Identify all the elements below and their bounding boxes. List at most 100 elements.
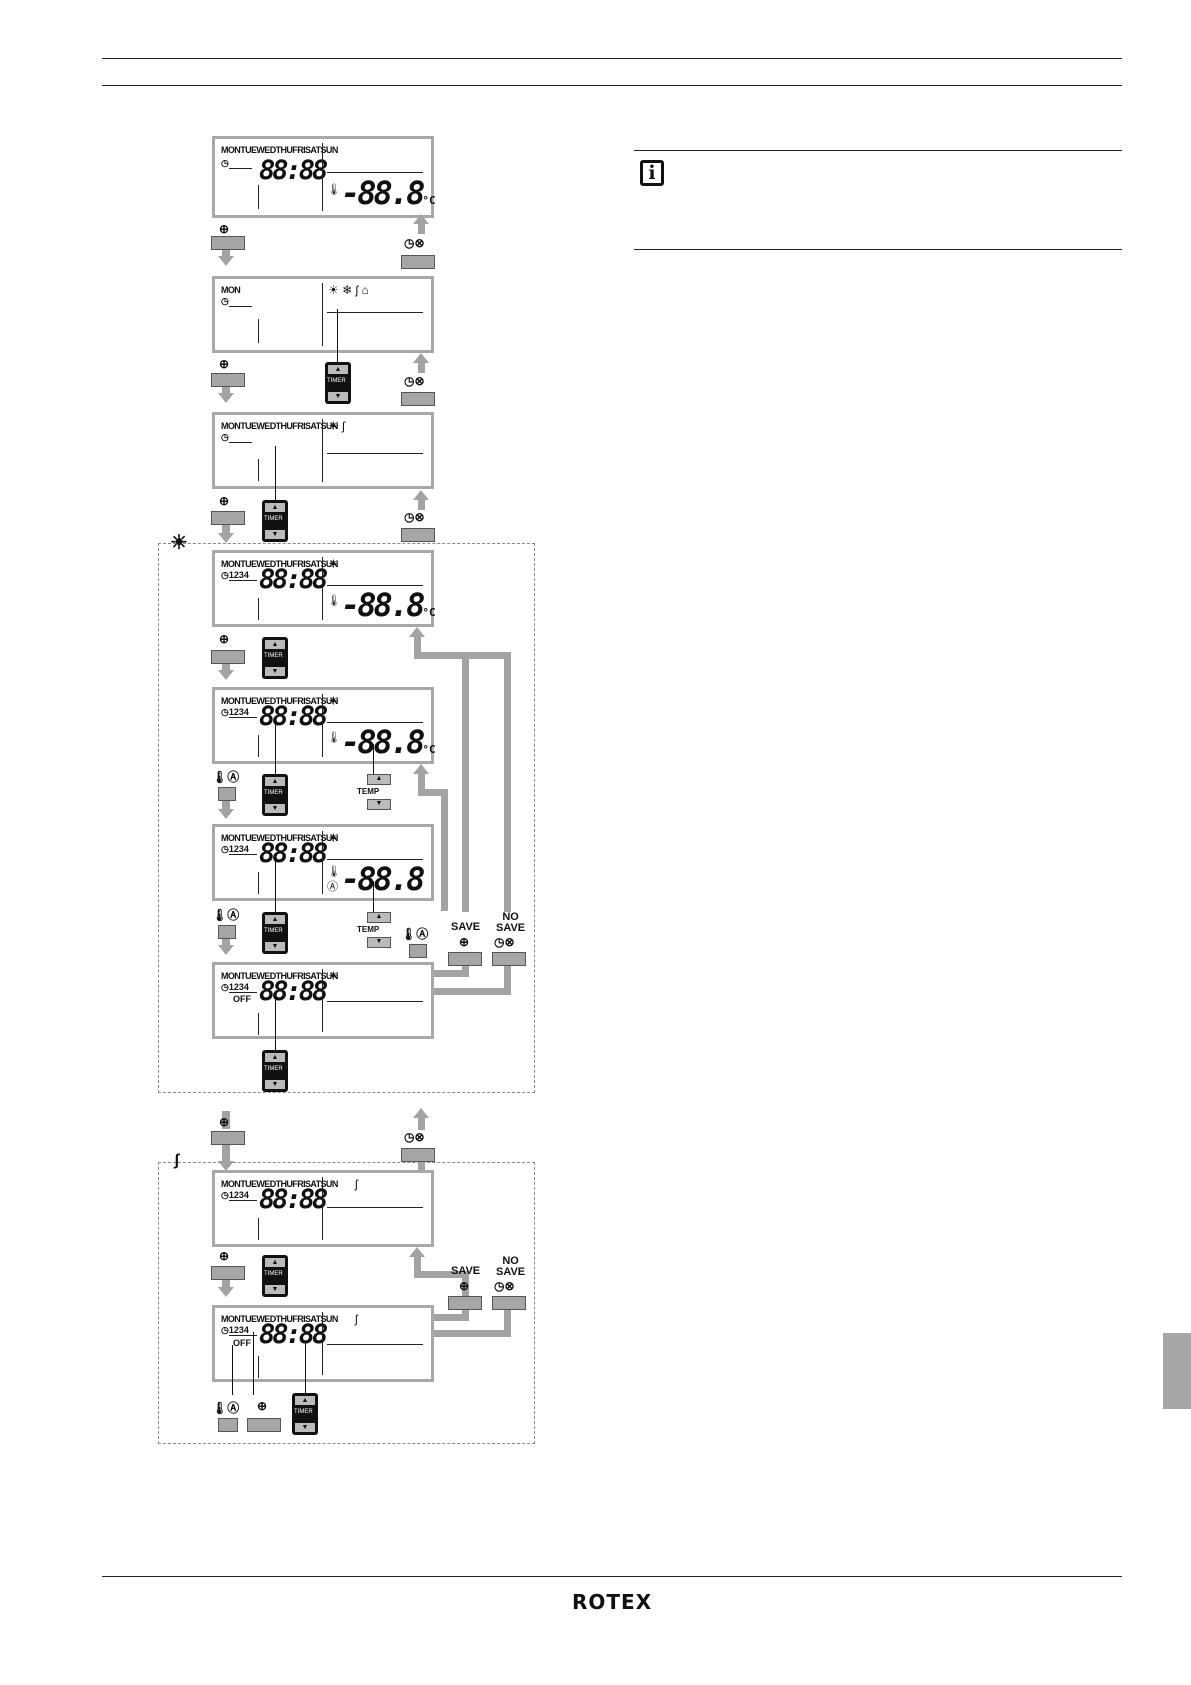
schedule-number: 1234 [228, 1190, 257, 1201]
lcd-temp-value: -88.8 [341, 586, 425, 624]
clock-cancel-icon: ◷⊗ [404, 236, 425, 250]
clock-cancel-button[interactable] [401, 528, 435, 542]
clock-icon: ◷ [221, 158, 252, 169]
program-button[interactable] [211, 650, 245, 664]
thermometer-icon: 🌡 [327, 732, 341, 744]
lcd-screen-2: MON ◷ ☀ ❄ ʃ ⌂ [212, 276, 434, 353]
lcd-screen-1: MONTUEWEDTHUFRISATSUN ◷ 88:88 🌡 -88.8°C [212, 136, 436, 218]
no-save-line2: SAVE [496, 1266, 526, 1278]
clock-icon: ◷ [221, 432, 252, 443]
lcd-screen-9: MONTUEWEDTHUFRISATSUN ◷1234 OFF 88:88 ʃ [212, 1305, 434, 1382]
lcd-temp: -88.8 [341, 860, 425, 898]
clock-cancel-button[interactable] [401, 255, 435, 269]
timer-button[interactable]: ▲TIMER▼ [262, 500, 288, 542]
program-icon: ⊕ [219, 1115, 230, 1129]
lcd-days: MONTUEWEDTHUFRISATSUN [221, 145, 338, 155]
sun-icon: ☀ [328, 831, 339, 845]
brand-logo: ROTEX [572, 1590, 653, 1614]
timer-label: TIMER [264, 1066, 283, 1072]
schedule-number: 1234 [228, 1325, 257, 1336]
no-save-line1: NO [502, 911, 519, 923]
lcd-days: MONTUEWEDTHUFRISATSUN [221, 559, 338, 569]
schedule-indicator: ◷1234 [221, 1325, 257, 1336]
lcd-screen-4: MONTUEWEDTHUFRISATSUN ◷1234 88:88 ☀ 🌡 -8… [212, 550, 436, 627]
clock-cancel-button[interactable] [401, 392, 435, 406]
lcd-off: OFF [233, 1338, 251, 1348]
save-button[interactable] [448, 1296, 482, 1310]
lcd-screen-3: MONTUEWEDTHUFRISATSUN ◷ ☀ ʃ [212, 412, 434, 489]
lcd-days: MONTUEWEDTHUFRISATSUN [221, 421, 338, 431]
timer-label: TIMER [264, 653, 283, 659]
lcd-time: 88:88 [259, 838, 328, 869]
clock-cancel-icon: ◷⊗ [404, 510, 425, 524]
program-button[interactable] [211, 1266, 245, 1280]
program-icon: ⊕ [257, 1399, 268, 1413]
program-button[interactable] [247, 1418, 281, 1432]
lcd-time: 88:88 [259, 564, 328, 595]
save-button[interactable] [448, 952, 482, 966]
thermometer-icon: 🌡 [327, 595, 341, 607]
program-button[interactable] [211, 236, 245, 250]
clock-cancel-icon: ◷⊗ [494, 935, 515, 949]
thermometer-auto-icon: 🌡Ⓐ [212, 908, 240, 922]
hotwater-section-frame [158, 1162, 535, 1444]
program-icon: ⊕ [459, 1279, 470, 1293]
lcd-temp-unit: °C [422, 194, 436, 207]
thermometer-auto-button[interactable] [218, 1418, 238, 1432]
timer-button[interactable]: ▲TIMER▼ [262, 1255, 288, 1297]
schedule-indicator: ◷1234 [221, 844, 257, 855]
timer-label: TIMER [264, 928, 283, 934]
program-icon: ⊕ [219, 632, 230, 646]
clock-cancel-button[interactable] [401, 1148, 435, 1162]
header-rule-bottom [102, 85, 1122, 86]
timer-button[interactable]: ▲TIMER▼ [262, 1050, 288, 1092]
lcd-screen-6: MONTUEWEDTHUFRISATSUN ◷1234 88:88 ☀ 🌡Ⓐ -… [212, 824, 434, 901]
timer-button[interactable]: ▲TIMER▼ [262, 774, 288, 816]
program-button[interactable] [211, 1131, 245, 1145]
no-save-button[interactable] [492, 952, 526, 966]
program-icon: ⊕ [219, 494, 230, 508]
timer-label: TIMER [264, 516, 283, 522]
temp-button[interactable]: ▲TEMP▼ [357, 774, 401, 810]
program-icon: ⊕ [219, 1249, 230, 1263]
lcd-day-mon: MON [221, 285, 241, 295]
program-icon: ⊕ [219, 357, 230, 371]
lcd-time: 88:88 [259, 976, 328, 1007]
heating-mode-icon: ☀ [170, 532, 188, 554]
no-save-button[interactable] [492, 1296, 526, 1310]
lcd-temp-value: -88.8 [341, 174, 425, 212]
timer-label: TIMER [327, 378, 346, 384]
temp-button[interactable]: ▲TEMP▼ [357, 912, 401, 948]
footer-rule [102, 1576, 1122, 1577]
save-label: SAVE [451, 921, 481, 933]
timer-button[interactable]: ▲TIMER▼ [262, 912, 288, 954]
timer-button[interactable]: ▲TIMER▼ [325, 362, 351, 404]
lcd-days: MONTUEWEDTHUFRISATSUN [221, 971, 338, 981]
no-save-line1: NO [502, 1255, 519, 1267]
thermometer-auto-icon: 🌡Ⓐ [212, 1401, 240, 1415]
sun-icon: ☀ [328, 694, 339, 708]
timer-button[interactable]: ▲TIMER▼ [262, 637, 288, 679]
schedule-number: 1234 [228, 570, 257, 581]
schedule-number: 1234 [228, 844, 257, 855]
schedule-indicator: ◷1234 [221, 707, 257, 718]
lcd-temp-value: -88.8 [341, 723, 425, 761]
clock-cancel-icon: ◷⊗ [404, 374, 425, 388]
thermometer-auto-button[interactable] [409, 944, 427, 958]
thermometer-icon: 🌡 [327, 184, 341, 196]
lcd-time: 88:88 [259, 701, 328, 732]
temp-label: TEMP [357, 787, 380, 796]
lcd-days: MONTUEWEDTHUFRISATSUN [221, 833, 338, 843]
lcd-temp-unit: °C [422, 743, 436, 756]
lcd-screen-8: MONTUEWEDTHUFRISATSUN ◷1234 88:88 ʃ [212, 1170, 434, 1247]
thermometer-auto-button[interactable] [218, 925, 236, 939]
timer-button[interactable]: ▲TIMER▼ [292, 1393, 318, 1435]
program-button[interactable] [211, 511, 245, 525]
clock-cancel-icon: ◷⊗ [404, 1130, 425, 1144]
lcd-days: MONTUEWEDTHUFRISATSUN [221, 1179, 338, 1189]
thermometer-auto-button[interactable] [218, 787, 236, 801]
shower-icon: ʃ [355, 1312, 358, 1326]
program-button[interactable] [211, 373, 245, 387]
lcd-days: MONTUEWEDTHUFRISATSUN [221, 1314, 338, 1324]
